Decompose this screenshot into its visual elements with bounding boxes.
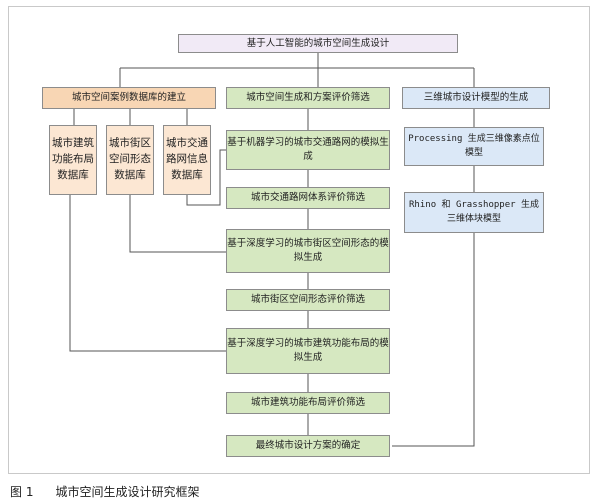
step-function-generation: 基于深度学习的城市建筑功能布局的模拟生成 [226, 328, 390, 374]
database-block-form: 城市街区空间形态数据库 [106, 125, 154, 195]
step-final-plan: 最终城市设计方案的确定 [226, 435, 390, 457]
model-rhino-grasshopper: Rhino 和 Grasshopper 生成三维体块模型 [404, 192, 544, 233]
step-function-evaluation: 城市建筑功能布局评价筛选 [226, 392, 390, 414]
figure-title: 城市空间生成设计研究框架 [55, 485, 200, 499]
model-header: 三维城市设计模型的生成 [402, 87, 550, 109]
step-traffic-evaluation: 城市交通路网体系评价筛选 [226, 187, 390, 209]
step-block-generation: 基于深度学习的城市街区空间形态的模拟生成 [226, 229, 390, 273]
database-traffic-network: 城市交通路网信息数据库 [163, 125, 211, 195]
root-node: 基于人工智能的城市空间生成设计 [178, 34, 458, 53]
step-traffic-generation: 基于机器学习的城市交通路网的模拟生成 [226, 130, 390, 170]
database-header: 城市空间案例数据库的建立 [42, 87, 216, 109]
step-block-evaluation: 城市街区空间形态评价筛选 [226, 289, 390, 311]
figure-caption: 图 1 城市空间生成设计研究框架 [10, 483, 221, 500]
figure-number: 图 1 [10, 485, 34, 499]
database-function-layout: 城市建筑功能布局数据库 [49, 125, 97, 195]
model-processing: Processing 生成三维像素点位模型 [404, 127, 544, 166]
evaluation-header: 城市空间生成和方案评价筛选 [226, 87, 390, 109]
